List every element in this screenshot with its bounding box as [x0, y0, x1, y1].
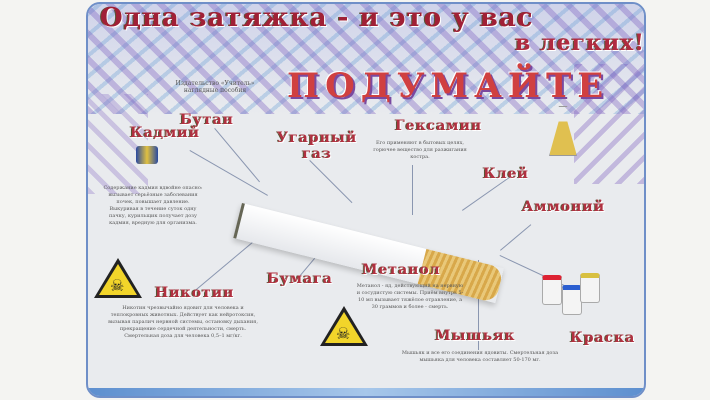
battery-icon [136, 146, 158, 164]
paint-can-icon [562, 285, 582, 315]
label-glue: Клей [483, 166, 529, 182]
cadmium-description: Содержание кадмия вдвойне опасно: вызыва… [103, 185, 203, 226]
poster [86, 2, 646, 398]
arsenic-description: Мышьяк и все его соединения ядовиты. Сме… [401, 350, 559, 363]
label-arsenic: Мышьяк [435, 328, 516, 344]
skull-icon: ☠ [336, 324, 351, 343]
headline: ПОДУМАЙТЕ [287, 66, 610, 106]
nicotine-description: Никотин чрезвычайно ядовит для человека … [108, 305, 258, 339]
publisher-logo: Издательство «Учитель» наглядные пособия [175, 80, 255, 94]
hexamine-description: Его применяют в бытовых целях, горючее в… [373, 140, 467, 160]
label-cadmium: Кадмий [130, 125, 201, 141]
poster-title-line2: в легких! [515, 30, 645, 56]
label-butane: Бутан [180, 112, 234, 128]
skull-icon: ☠ [110, 276, 125, 295]
decorative-streaks-right [574, 64, 644, 184]
label-ammonium: Аммоний [522, 199, 606, 215]
label-nicotine: Никотин [155, 285, 235, 301]
poison-warning-icon [94, 258, 142, 298]
decorative-streaks [88, 4, 644, 114]
poster-title: Одна затяжка - и это у вас [100, 3, 534, 33]
label-hexamine: Гексамин [395, 118, 483, 134]
decorative-streaks-left [88, 94, 148, 194]
paint-can-icon [542, 275, 562, 305]
connector-line [478, 260, 479, 350]
paint-can-icon [580, 273, 600, 303]
connector-line [412, 165, 413, 215]
bottom-border [88, 388, 644, 396]
label-carbon-monoxide: Угарный газ [276, 130, 358, 162]
label-paper: Бумага [267, 271, 333, 287]
methanol-description: Метанол - яд, действующий на нервную и с… [356, 283, 464, 310]
label-paint: Краска [570, 330, 636, 346]
poison-warning-icon [320, 306, 368, 346]
label-methanol: Метанол [362, 262, 441, 278]
